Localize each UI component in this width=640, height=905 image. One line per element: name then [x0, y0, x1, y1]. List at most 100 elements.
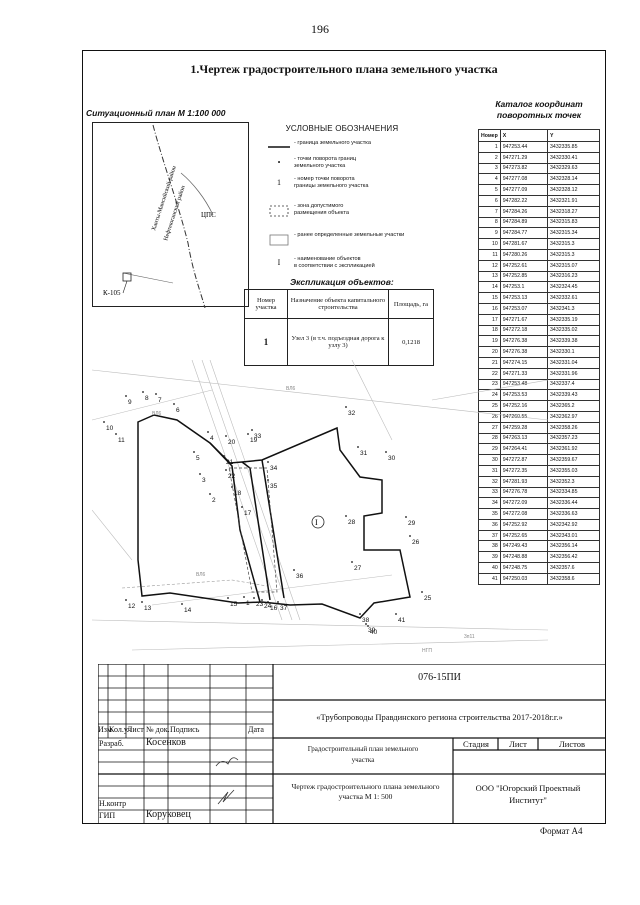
point-label: 20 — [228, 439, 236, 446]
point-label: 32 — [348, 410, 356, 417]
point-number-cell: 10 — [478, 238, 501, 250]
y-cell: 3432315.83 — [547, 216, 600, 229]
x-cell: 947253.1 — [499, 281, 549, 294]
turning-point-marker — [209, 493, 211, 495]
y-cell: 3432337.4 — [547, 378, 600, 391]
turning-point-marker — [125, 599, 127, 601]
point-label: 12 — [128, 603, 136, 610]
sheet-header: Лист — [509, 739, 527, 749]
gip-name: Коруковец — [146, 809, 191, 820]
point-label: 38 — [362, 617, 370, 624]
turning-point-marker — [155, 393, 157, 395]
turning-point-marker — [181, 603, 183, 605]
x-cell: 947272.18 — [499, 324, 549, 337]
y-cell: 3432342.92 — [547, 518, 600, 531]
point-number-cell: 2 — [478, 151, 501, 164]
y-cell: 3432315.07 — [547, 259, 600, 272]
legend-item-previous-plots: - ранее определенные земельные участки — [268, 232, 448, 252]
legend-item-boundary: - граница земельного участка — [268, 140, 448, 160]
point-label: 39 — [368, 627, 376, 634]
background-label: НГП — [422, 648, 432, 654]
point-label: 10 — [106, 425, 114, 432]
y-cell: 3432315.3 — [547, 238, 600, 250]
turning-point-marker — [345, 515, 347, 517]
point-label: 37 — [280, 605, 288, 612]
previous-plot-icon — [268, 234, 290, 246]
stage-header: Стадия — [463, 739, 489, 749]
y-cell: 3432335.19 — [547, 313, 600, 326]
y-cell: 3432335.02 — [547, 324, 600, 337]
role-gip: ГИП — [99, 811, 116, 820]
point-label: 26 — [412, 539, 420, 546]
object-name-icon: I — [277, 258, 281, 267]
y-cell: 3432330.1 — [547, 346, 600, 358]
situation-plan-map: Ханты-Мансийский район Нефтеюганский рай… — [92, 122, 249, 308]
y-cell: 3432324.45 — [547, 281, 600, 294]
point-number-cell: 13 — [478, 270, 501, 283]
point-label: 36 — [296, 573, 304, 580]
turning-point-marker — [367, 625, 369, 627]
turning-point-marker — [267, 479, 269, 481]
y-cell: 3432315.3 — [547, 248, 600, 261]
explication-header: Назначение объекта капитального строител… — [287, 289, 389, 319]
point-label: 14 — [184, 607, 192, 614]
explication-cell: 1 — [244, 318, 288, 366]
turning-point-marker — [351, 561, 353, 563]
y-cell: 3432355.03 — [547, 464, 600, 477]
col-header-kolich: Кол.уч — [109, 725, 132, 734]
legend-item-points: • - точки поворота границ земельного уча… — [268, 156, 448, 176]
paper-format: Формат А4 — [540, 826, 583, 836]
point-label: 35 — [270, 483, 278, 490]
x-cell: 947276.38 — [499, 335, 549, 348]
y-cell: 3432334.85 — [547, 486, 600, 499]
point-label: 19 — [250, 437, 258, 444]
background-label: ВЛ6 — [286, 386, 296, 392]
document-title: 1.Чертеж градостроительного плана земель… — [190, 62, 498, 76]
turning-point-marker — [261, 599, 263, 601]
y-cell: 3432318.27 — [547, 205, 600, 218]
zone-icon — [268, 205, 290, 217]
point-label: 18 — [234, 490, 242, 497]
point-label: 5 — [196, 455, 200, 462]
y-cell: 3432339.38 — [547, 335, 600, 348]
y-cell: 3432361.92 — [547, 443, 600, 456]
point-number-cell: 5 — [478, 184, 501, 196]
turning-point-marker — [277, 601, 279, 603]
point-label: 8 — [145, 395, 149, 402]
point-number-icon: 1 — [277, 178, 281, 187]
point-label: 9 — [128, 399, 132, 406]
legend-item-zone: - зона допустимого размещения объекта — [268, 203, 448, 223]
turning-point-marker — [345, 406, 347, 408]
page-number: 196 — [311, 22, 329, 36]
turning-point-marker — [267, 461, 269, 463]
legend-item-point-number: 1 - номер точки поворота границы земельн… — [268, 176, 448, 196]
point-number-cell: 9 — [478, 227, 501, 240]
document-code: 076-15ПИ — [418, 672, 461, 683]
k105-label: К-105 — [103, 289, 121, 297]
organization-name: ООО "Югорский Проектный Институт" — [475, 783, 581, 805]
x-cell: 947253.44 — [499, 141, 549, 153]
point-icon: • — [277, 158, 281, 167]
turning-point-marker — [357, 446, 359, 448]
turning-point-marker — [125, 395, 127, 397]
coord-header: Y — [547, 129, 600, 142]
signature-mark — [217, 789, 235, 805]
turning-point-marker — [243, 596, 245, 598]
sheets-header: Листов — [559, 739, 585, 749]
turning-point-marker — [421, 591, 423, 593]
turning-point-marker — [225, 435, 227, 437]
point-label: 25 — [424, 595, 432, 602]
point-label: 11 — [118, 437, 125, 444]
x-cell: 947271.29 — [499, 151, 549, 164]
